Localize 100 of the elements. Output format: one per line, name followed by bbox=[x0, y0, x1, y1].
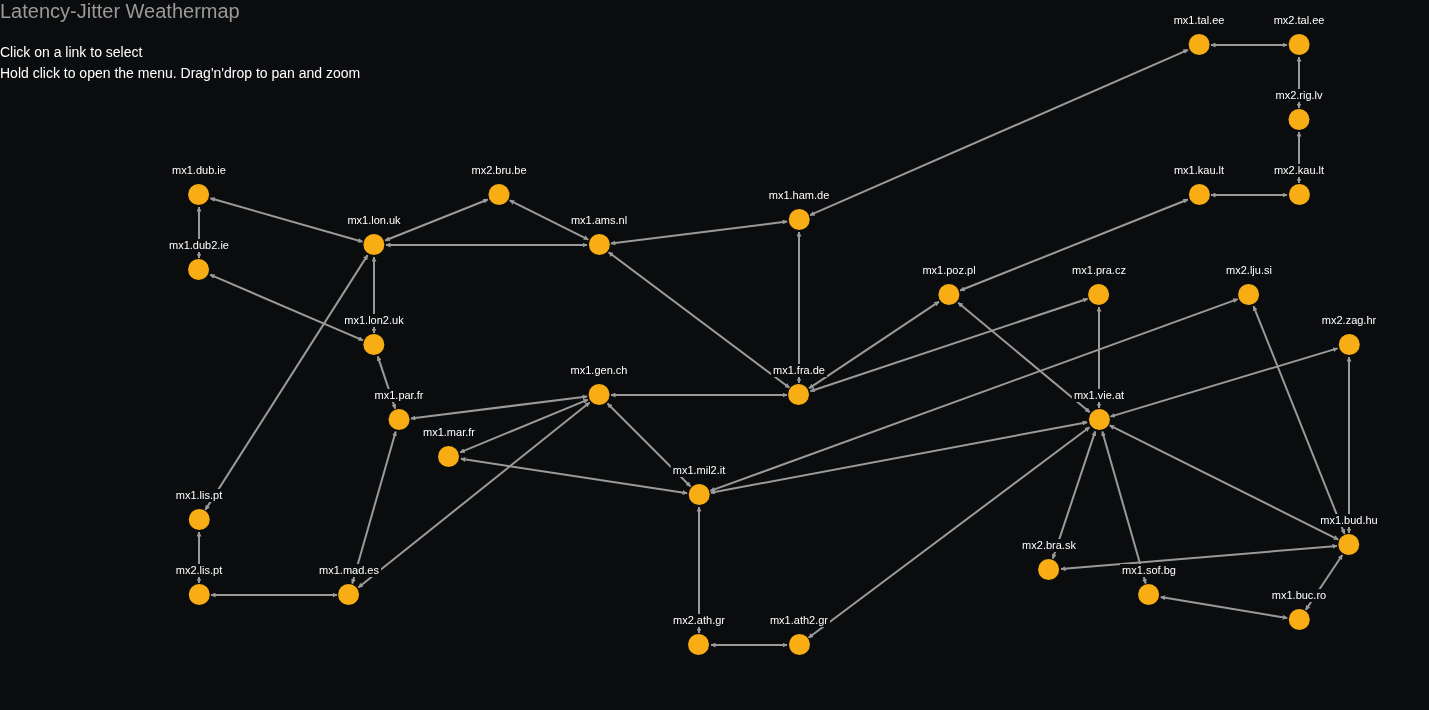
link-arrow bbox=[1108, 424, 1340, 541]
node-label: mx2.bra.sk bbox=[1020, 539, 1078, 552]
link-arrow bbox=[1346, 356, 1352, 534]
router-node bbox=[1271, 164, 1327, 205]
node-label: mx1.poz.pl bbox=[920, 264, 978, 277]
node-label: mx1.dub2.ie bbox=[167, 239, 231, 252]
router-node bbox=[342, 314, 406, 355]
router-node bbox=[372, 389, 426, 430]
link-arrow bbox=[204, 254, 369, 511]
node-label: mx1.tal.ee bbox=[1171, 14, 1227, 27]
router-node bbox=[1273, 89, 1325, 130]
node-label: mx1.lis.pt bbox=[173, 489, 225, 502]
node-label: mx1.bud.hu bbox=[1318, 514, 1380, 527]
node-label: mx2.tal.ee bbox=[1271, 14, 1327, 27]
node-label: mx1.ham.de bbox=[766, 189, 832, 202]
link-arrow bbox=[459, 457, 689, 495]
node-label: mx1.par.fr bbox=[372, 389, 426, 402]
router-node bbox=[1318, 514, 1380, 555]
link-arrow bbox=[1101, 430, 1147, 585]
router-node bbox=[173, 489, 225, 530]
router-node bbox=[1271, 14, 1327, 55]
link-arrow bbox=[210, 592, 338, 598]
node-label: mx1.mad.es bbox=[317, 564, 381, 577]
router-node bbox=[469, 164, 529, 205]
link-arrow bbox=[610, 392, 788, 398]
link-arrow bbox=[959, 198, 1189, 292]
node-label: mx1.pra.cz bbox=[1070, 264, 1128, 277]
node-label: mx1.buc.ro bbox=[1269, 589, 1329, 602]
link-arrow bbox=[384, 198, 489, 242]
node-label: mx1.vie.at bbox=[1071, 389, 1127, 402]
link-arrow bbox=[709, 298, 1239, 492]
link-arrow bbox=[807, 426, 1091, 639]
router-node bbox=[568, 214, 630, 255]
router-node bbox=[1071, 389, 1127, 430]
link-arrow bbox=[609, 219, 789, 246]
instruction-text: Click on a link to select bbox=[0, 44, 143, 60]
router-node bbox=[771, 364, 827, 405]
router-node bbox=[767, 614, 831, 655]
router-node bbox=[1319, 314, 1379, 355]
node-label: mx2.lis.pt bbox=[173, 564, 225, 577]
router-node bbox=[1224, 264, 1274, 305]
link-arrow bbox=[1096, 306, 1102, 409]
node-label: mx1.fra.de bbox=[771, 364, 827, 377]
router-node bbox=[1020, 539, 1078, 580]
node-label: mx1.ams.nl bbox=[568, 214, 630, 227]
map-title: Latency-Jitter Weathermap bbox=[0, 0, 240, 23]
link-arrow bbox=[1210, 192, 1288, 198]
link-arrow bbox=[957, 301, 1091, 414]
link-arrow bbox=[607, 251, 791, 389]
link-arrow bbox=[1159, 595, 1289, 620]
router-node bbox=[1120, 564, 1178, 605]
node-label: mx1.ath2.gr bbox=[767, 614, 831, 627]
link-arrow bbox=[371, 256, 377, 334]
link-arrow bbox=[696, 506, 702, 634]
node-label: mx1.sof.bg bbox=[1120, 564, 1178, 577]
router-node bbox=[671, 614, 727, 655]
router-node bbox=[317, 564, 381, 605]
node-label: mx1.dub.ie bbox=[170, 164, 228, 177]
link-arrow bbox=[209, 197, 364, 243]
link-arrow bbox=[1252, 305, 1346, 535]
instruction-text: Hold click to open the menu. Drag'n'drop to pan and zoom bbox=[0, 65, 361, 81]
router-node bbox=[170, 164, 228, 205]
link-arrow bbox=[459, 398, 589, 454]
router-node bbox=[1171, 164, 1227, 205]
node-label: mx1.gen.ch bbox=[568, 364, 630, 377]
router-node bbox=[345, 214, 403, 255]
link-arrow bbox=[809, 48, 1189, 217]
router-node bbox=[766, 189, 832, 230]
link-arrow bbox=[808, 300, 940, 390]
node-label: mx2.lju.si bbox=[1224, 264, 1274, 277]
link-arrow bbox=[409, 394, 589, 421]
link-arrow bbox=[1109, 347, 1339, 418]
router-node bbox=[1171, 14, 1227, 55]
link-arrow bbox=[1210, 42, 1288, 48]
link-arrow bbox=[710, 642, 788, 648]
node-label: mx1.mil2.it bbox=[670, 464, 728, 477]
link-arrow bbox=[385, 242, 588, 248]
router-node bbox=[167, 239, 231, 280]
link-arrow bbox=[1060, 543, 1338, 572]
node-label: mx2.rig.lv bbox=[1273, 89, 1325, 102]
link-arrow bbox=[709, 420, 1089, 495]
node-label: mx2.kau.lt bbox=[1271, 164, 1327, 177]
router-node bbox=[421, 426, 477, 467]
node-label: mx2.bru.be bbox=[469, 164, 529, 177]
link-arrow bbox=[357, 401, 591, 589]
node-label: mx1.kau.lt bbox=[1171, 164, 1227, 177]
node-label: mx1.lon.uk bbox=[345, 214, 403, 227]
router-node bbox=[1070, 264, 1128, 305]
router-node bbox=[568, 364, 630, 405]
node-label: mx1.lon2.uk bbox=[342, 314, 406, 327]
router-node bbox=[920, 264, 978, 305]
link-arrow bbox=[796, 231, 802, 384]
node-label: mx2.zag.hr bbox=[1319, 314, 1379, 327]
link-arrow bbox=[1051, 430, 1097, 560]
router-node bbox=[670, 464, 728, 505]
router-node bbox=[173, 564, 225, 605]
link-arrow bbox=[809, 297, 1089, 393]
link-arrow bbox=[209, 273, 364, 342]
link-arrow bbox=[351, 430, 397, 585]
node-label: mx1.mar.fr bbox=[421, 426, 477, 439]
